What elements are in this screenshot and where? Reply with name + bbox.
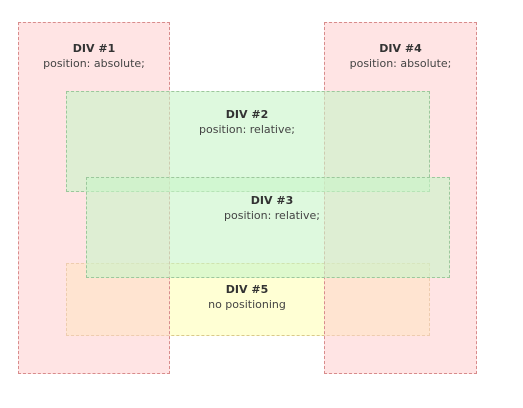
div4-title: DIV #4 xyxy=(379,42,422,55)
div4-subtitle: position: absolute; xyxy=(349,57,452,70)
div5-subtitle: no positioning xyxy=(208,298,286,311)
div2-title: DIV #2 xyxy=(225,108,269,121)
div3-title: DIV #3 xyxy=(250,194,294,207)
div2-relative-box: DIV #2 position: relative; xyxy=(66,91,430,192)
div3-relative-box: DIV #3 position: relative; xyxy=(86,177,450,278)
div1-title: DIV #1 xyxy=(72,42,116,55)
div3-subtitle: position: relative; xyxy=(224,209,320,222)
div2-subtitle: position: relative; xyxy=(199,123,295,136)
div5-title: DIV #5 xyxy=(225,283,269,296)
div1-subtitle: position: absolute; xyxy=(43,57,145,70)
